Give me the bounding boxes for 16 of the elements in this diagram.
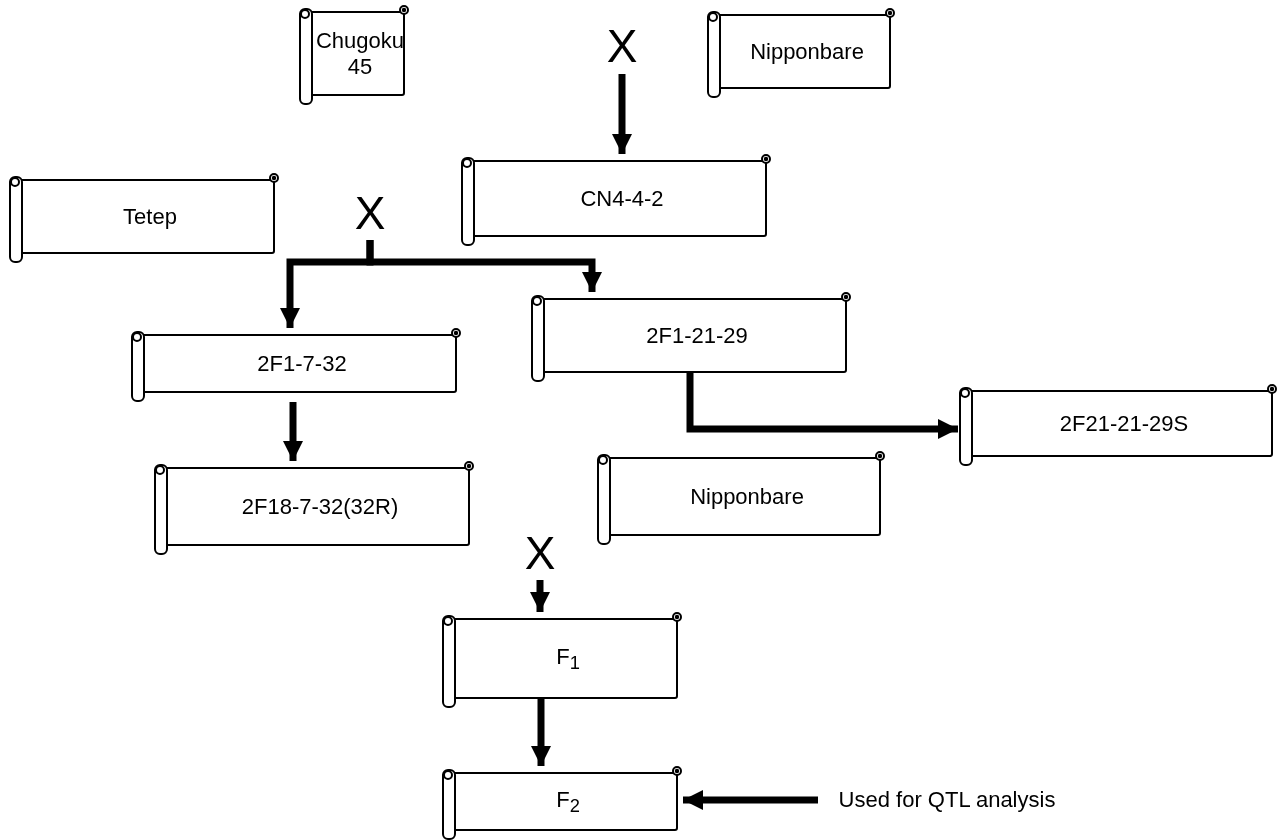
node-label: CN4-4-2 xyxy=(580,186,664,212)
cross-symbol: X xyxy=(524,526,556,580)
node-label: Nipponbare xyxy=(750,39,864,65)
node-label: 2F1-21-29 xyxy=(646,323,748,349)
note-text: Used for QTL analysis xyxy=(838,787,1056,813)
cross-symbol: X xyxy=(354,186,386,240)
node-label: F$_{2}$ xyxy=(556,786,580,818)
arrow xyxy=(686,372,958,439)
node-label: Tetep xyxy=(123,204,177,230)
node-label: F$_{1}$ xyxy=(556,643,580,675)
node-label: 2F1-7-32 xyxy=(257,351,347,377)
node-label: Chugoku 45 xyxy=(315,28,405,80)
node-label: Nipponbare xyxy=(690,484,804,510)
node-label: 2F21-21-29S xyxy=(1059,411,1189,437)
node-label: 2F18-7-32(32R) xyxy=(241,494,399,520)
cross-symbol: X xyxy=(606,19,638,73)
